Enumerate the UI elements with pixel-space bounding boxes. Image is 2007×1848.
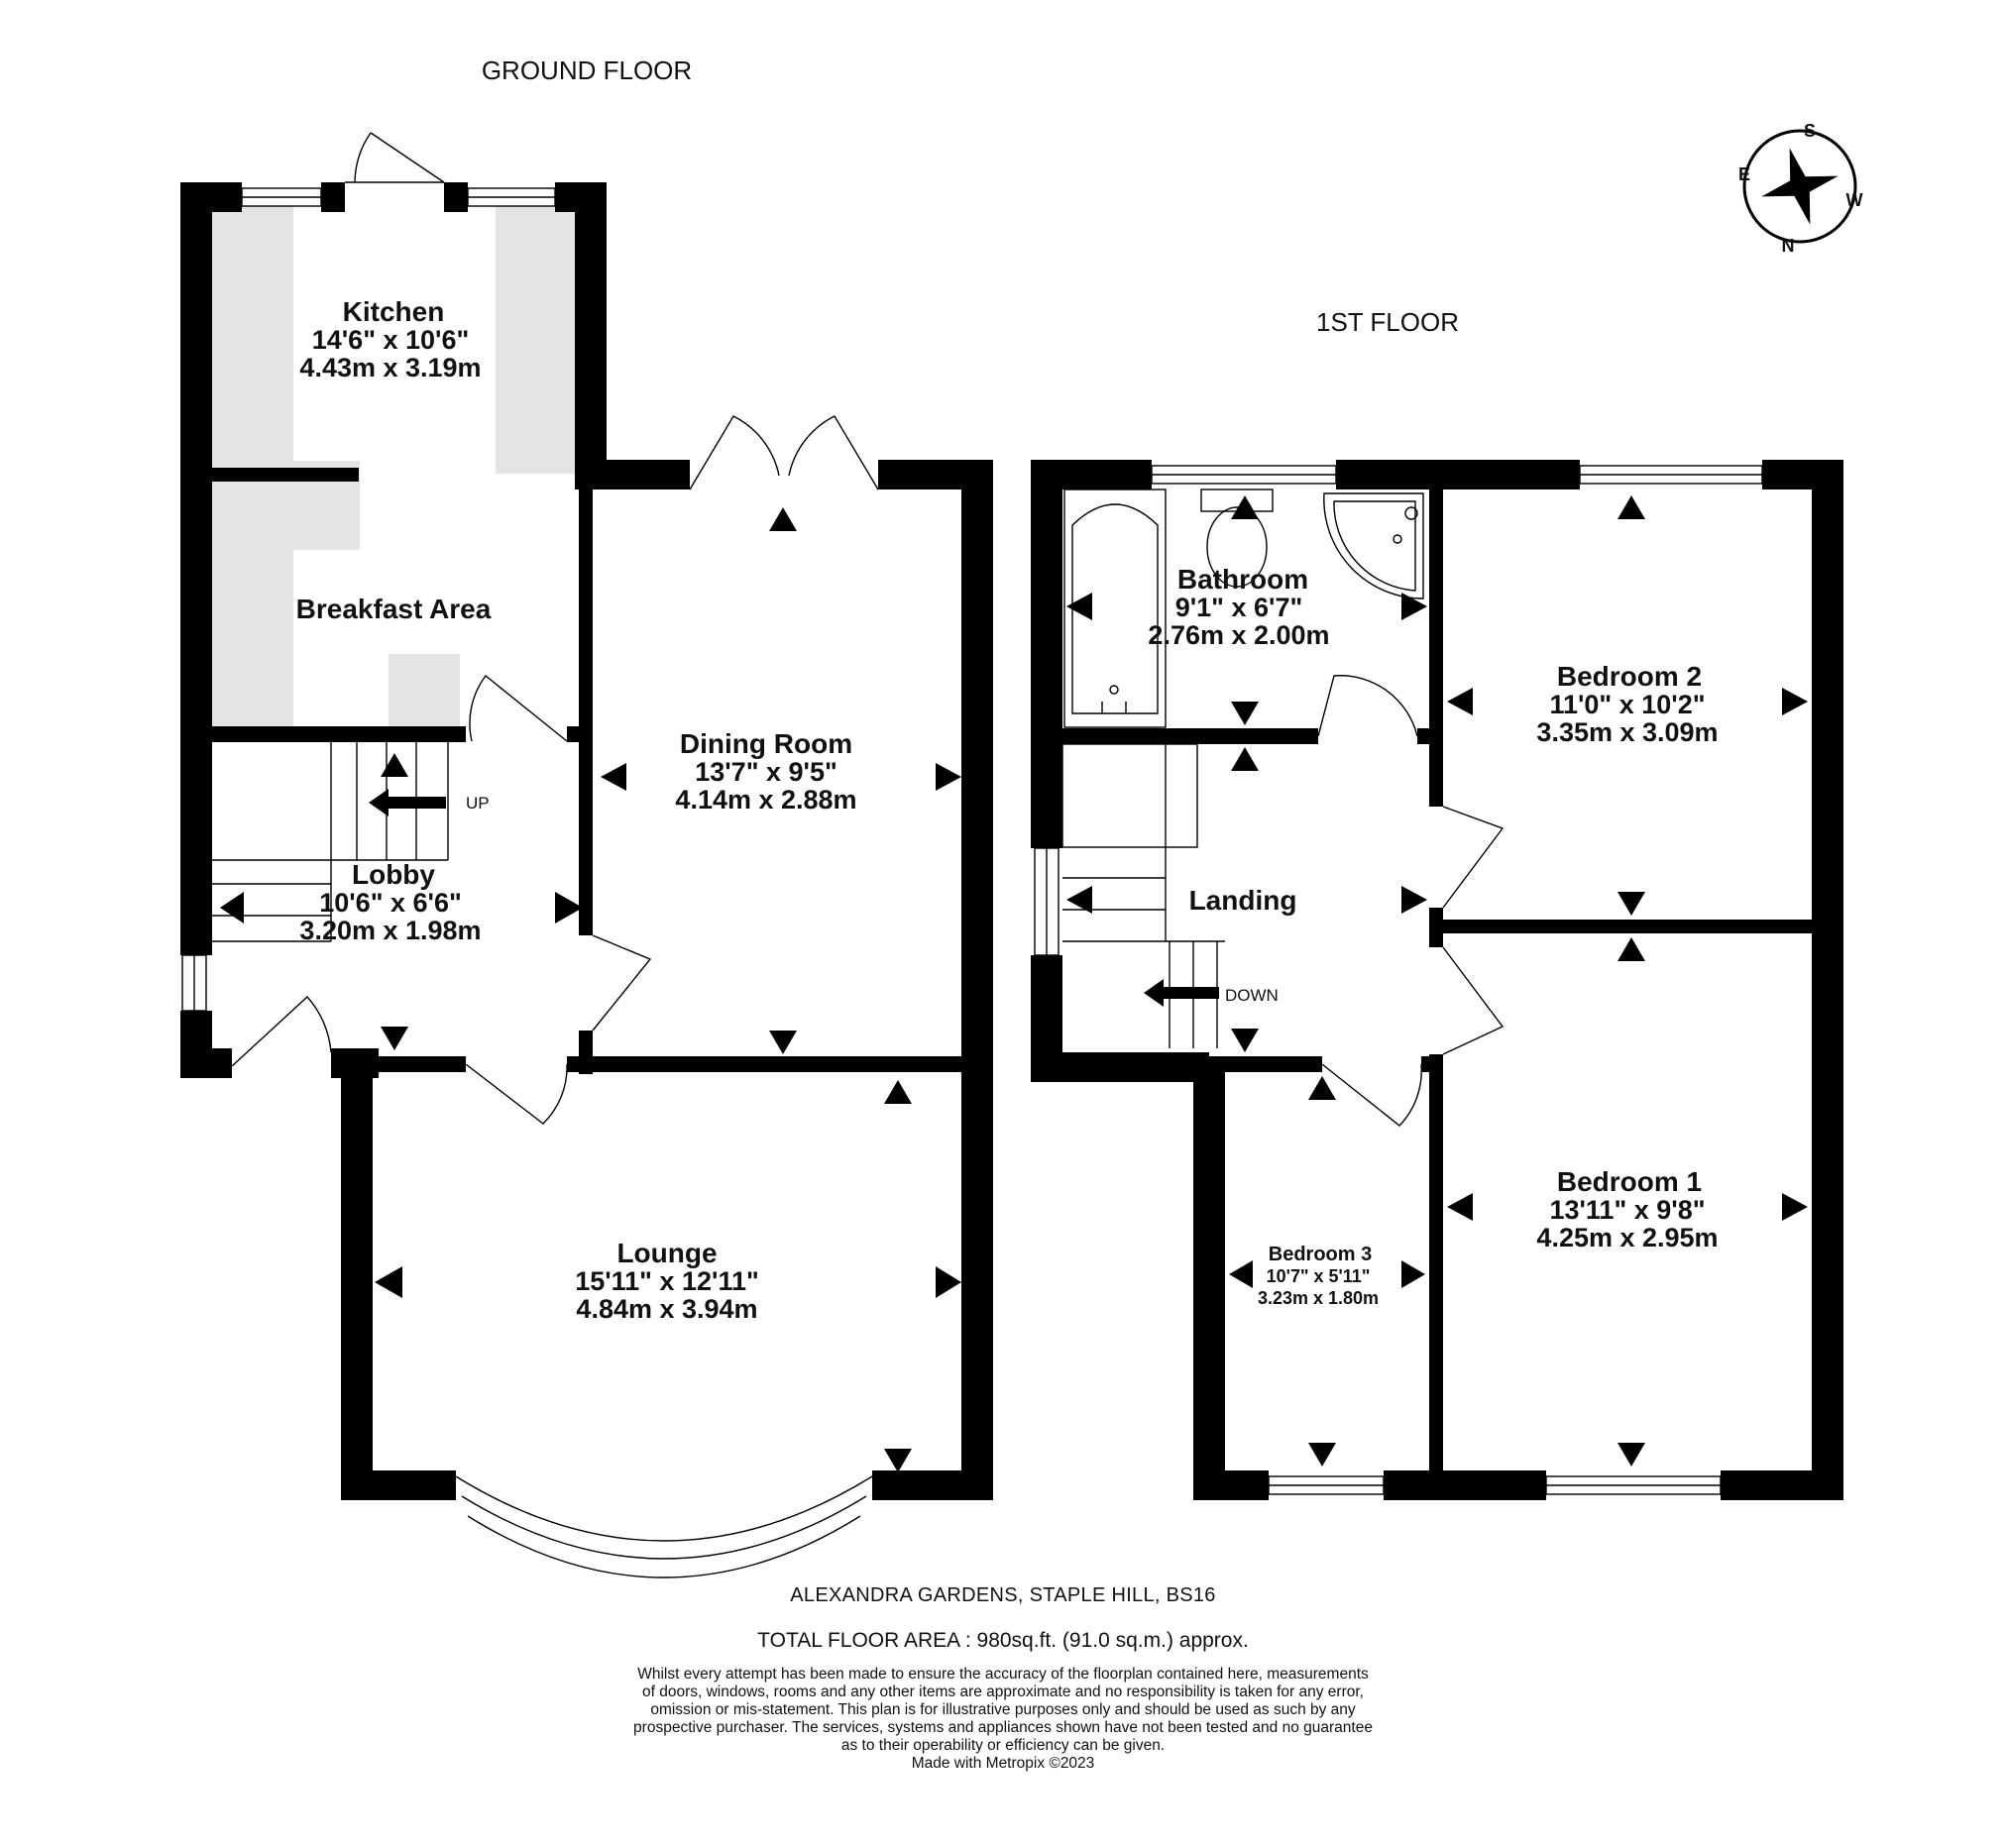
bathroom-fittings (1063, 489, 1424, 728)
toilet (1206, 506, 1268, 588)
compass-s: S (1804, 121, 1816, 141)
shower-tray (1323, 492, 1424, 599)
lobby-dining-door (592, 934, 652, 1032)
first-floor: 1ST FLOOR (1031, 307, 1843, 1500)
ground-floor-labels: Kitchen 14'6" x 10'6" 4.43m x 3.19m Brea… (296, 296, 857, 1324)
footer-disclaimer-line: of doors, windows, rooms and any other i… (642, 1684, 1364, 1700)
lobby-metric: 3.20m x 1.98m (299, 916, 481, 945)
ground-floor-dimension-arrows (220, 507, 961, 1472)
kitchen-name: Kitchen (343, 296, 445, 327)
bedroom3-door (1321, 1063, 1422, 1127)
first-floor-dimension-arrows (1066, 495, 1808, 1467)
kitchen-imperial: 14'6" x 10'6" (312, 325, 470, 355)
breakfast-name: Breakfast Area (296, 594, 492, 624)
first-floor-walls (1031, 460, 1843, 1500)
footer-disclaimer-line: prospective purchaser. The services, sys… (633, 1719, 1373, 1736)
bedroom3-name: Bedroom 3 (1269, 1244, 1372, 1265)
stairs-up-label: UP (466, 794, 490, 813)
compass-n: N (1782, 236, 1795, 256)
footer-disclaimer-line: Whilst every attempt has been made to en… (637, 1666, 1369, 1683)
lounge-name: Lounge (616, 1238, 717, 1268)
bedroom1-imperial: 13'11" x 9'8" (1549, 1195, 1705, 1225)
dining-imperial: 13'7" x 9'5" (695, 757, 837, 787)
bedroom1-door (1442, 946, 1505, 1055)
bedroom1-metric: 4.25m x 2.95m (1536, 1223, 1718, 1252)
dining-name: Dining Room (680, 728, 852, 759)
footer-disclaimer-line: omission or mis-statement. This plan is … (650, 1701, 1356, 1718)
compass-w: W (1846, 190, 1863, 210)
first-floor-openings (1034, 465, 1763, 1495)
footer-total-area: TOTAL FLOOR AREA : 980sq.ft. (91.0 sq.m.… (757, 1629, 1249, 1652)
compass-rose-icon: S W N E (1738, 121, 1863, 256)
bathroom-door (1317, 675, 1418, 737)
first-floor-stairs: DOWN (1061, 743, 1279, 1048)
bedroom2-door (1442, 806, 1505, 909)
stairs-up-arrow-icon (369, 789, 389, 816)
footer-credit: Made with Metropix ©2023 (912, 1755, 1095, 1772)
dining-french-door-left (689, 415, 780, 490)
ground-floor-title: GROUND FLOOR (482, 55, 692, 85)
kitchen-door (345, 132, 445, 183)
bedroom2-metric: 3.35m x 3.09m (1536, 717, 1718, 747)
ground-floor-openings (181, 132, 879, 1578)
bedroom3-imperial: 10'7" x 5'11" (1267, 1266, 1371, 1286)
stairs-down-label: DOWN (1225, 986, 1279, 1005)
lounge-bay-window (455, 1475, 873, 1542)
compass-e: E (1738, 164, 1750, 184)
kitchen-metric: 4.43m x 3.19m (299, 353, 481, 382)
footer: ALEXANDRA GARDENS, STAPLE HILL, BS16 TOT… (633, 1584, 1373, 1772)
bedroom2-imperial: 11'0" x 10'2" (1549, 690, 1705, 719)
front-door (231, 996, 332, 1067)
bathroom-imperial: 9'1" x 6'7" (1175, 593, 1303, 622)
bathroom-name: Bathroom (1177, 564, 1308, 595)
lobby-kitchen-door (469, 675, 568, 742)
footer-disclaimer-line: as to their operability or efficiency ca… (841, 1737, 1165, 1754)
landing-name: Landing (1189, 885, 1297, 916)
footer-address: ALEXANDRA GARDENS, STAPLE HILL, BS16 (790, 1584, 1215, 1606)
lounge-metric: 4.84m x 3.94m (576, 1294, 757, 1324)
lobby-imperial: 10'6" x 6'6" (319, 888, 462, 918)
first-floor-title: 1ST FLOOR (1316, 307, 1459, 337)
bath-tub (1063, 489, 1167, 728)
bathroom-metric: 2.76m x 2.00m (1148, 620, 1329, 650)
ground-floor-walls (180, 182, 993, 1500)
bedroom3-metric: 3.23m x 1.80m (1258, 1288, 1379, 1308)
lounge-imperial: 15'11" x 12'11" (575, 1266, 759, 1296)
dining-metric: 4.14m x 2.88m (675, 785, 856, 815)
bedroom2-name: Bedroom 2 (1557, 661, 1702, 692)
lobby-lounge-door (465, 1063, 568, 1125)
lobby-name: Lobby (352, 859, 435, 890)
first-floor-labels: Bathroom 9'1" x 6'7" 2.76m x 2.00m Bedro… (1148, 564, 1718, 1308)
stairs-down-arrow-icon (1144, 979, 1164, 1007)
stairs-up-arrow-shaft (387, 797, 446, 809)
ground-floor: GROUND FLOOR (180, 55, 993, 1578)
bedroom1-name: Bedroom 1 (1557, 1166, 1702, 1197)
